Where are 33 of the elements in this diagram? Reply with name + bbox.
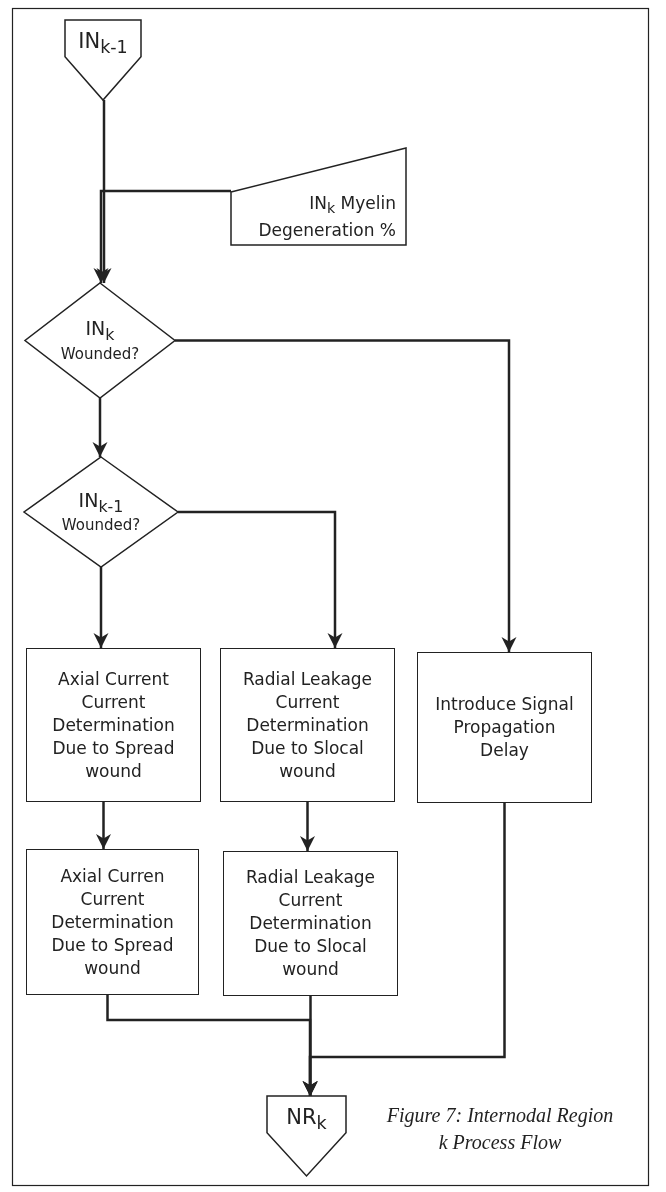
arrow [178,510,343,648]
node-label: Axial Curren Current Determination Due to Spread wound [50,864,175,980]
arrow [175,339,517,652]
process-box [417,652,592,803]
arrow [93,567,109,648]
node-label: IN$_{k}$ [85,318,115,345]
decision-diamond [24,457,178,567]
node-label: Wounded? [61,516,141,535]
process-box [223,851,398,996]
node-label: Radial Leakage Current Determination Due to Slocal wound [241,667,374,783]
node-label: NR$_{k}$ [286,1104,327,1136]
arrow [96,100,112,283]
arrow [93,189,231,283]
arrow [96,802,111,849]
node-label: IN$_{k-1}$ [78,28,128,60]
process-box [26,849,199,995]
manual-input-shape [231,148,406,245]
node-label: Radial Leakage Current Determination Due to Slocal wound [244,866,377,981]
node-label: Wounded? [60,344,140,363]
node-label: IN$_{k-1}$ [78,489,124,517]
arrow [303,996,318,1096]
off-page-connector [267,1096,346,1176]
arrow [300,802,315,851]
off-page-connector [65,20,141,100]
arrow [92,398,108,457]
process-box [220,648,395,802]
node-label: Axial Current Current Determination Due to Spread wound [51,667,176,783]
node-label: IN$_{k}$ Myelin Degeneration % [257,191,396,242]
arrow [302,803,506,1096]
figure-caption: Figure 7: Internodal Region k Process Flow [385,1103,615,1155]
decision-diamond [25,283,175,398]
node-label: Introduce Signal Propagation Delay [434,693,575,762]
process-box [26,648,201,802]
